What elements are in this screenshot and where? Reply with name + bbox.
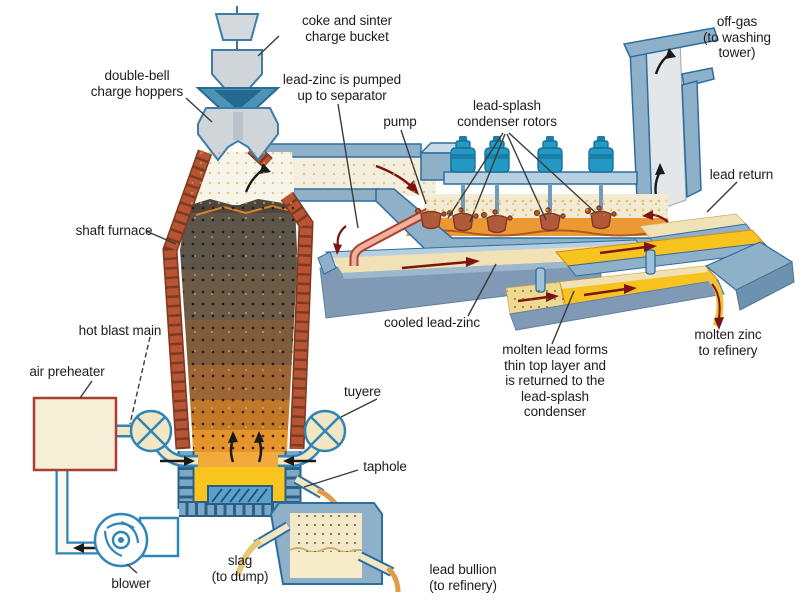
- skip-bucket: [214, 13, 260, 41]
- label-slag: slag (to dump): [211, 553, 269, 584]
- condenser-rotor-motors: [450, 136, 614, 214]
- hearth-grate: [207, 485, 273, 505]
- label-lead-return: lead return: [709, 167, 774, 182]
- pump-pipe: [333, 207, 447, 266]
- label-shaft-furnace: shaft furnace: [75, 223, 153, 238]
- air-system: [32, 396, 180, 568]
- label-lead-bullion: lead bullion (to refinery): [429, 562, 497, 593]
- bell-cup: [195, 87, 281, 113]
- launder-flow-arrow: [401, 257, 480, 270]
- slag-stream: [235, 538, 262, 577]
- label-blower: blower: [111, 576, 151, 591]
- label-condenser-rotors: lead-splash condenser rotors: [457, 98, 557, 129]
- weir-pin: [535, 267, 546, 293]
- double-bell-hopper: [197, 107, 279, 162]
- label-molten-zinc: molten zinc to refinery: [694, 327, 762, 358]
- label-tuyere: tuyere: [344, 384, 381, 399]
- lead-bullion-layer: [290, 552, 362, 578]
- shaft-furnace: [162, 142, 314, 452]
- label-taphole: taphole: [363, 459, 407, 474]
- label-hot-blast-main: hot blast main: [78, 323, 162, 338]
- off-gas-duct: [622, 27, 719, 222]
- label-pumped-up: lead-zinc is pumped up to separator: [282, 72, 402, 103]
- label-molten-lead-note: molten lead forms thin top layer and is …: [502, 342, 608, 419]
- rotor-rail: [443, 171, 638, 185]
- label-air-preheater: air preheater: [29, 364, 105, 379]
- off-gas-flow-arrows: [654, 48, 676, 197]
- label-charge-hoppers: double-bell charge hoppers: [90, 68, 184, 99]
- platform-right-face: [735, 261, 795, 311]
- slag-spout: [235, 521, 291, 577]
- label-cooled-lead-zinc: cooled lead-zinc: [384, 315, 480, 330]
- tuyere-left: [116, 409, 198, 468]
- molten-zinc-stream: [703, 271, 724, 330]
- rotor-motor: [450, 136, 476, 214]
- air-preheater: [32, 396, 118, 472]
- label-off-gas: off-gas (to washing tower): [703, 14, 771, 60]
- rotor-motor: [588, 136, 614, 214]
- bullion-stream: [386, 566, 401, 593]
- label-pump: pump: [383, 114, 417, 129]
- separator-channels: [505, 213, 795, 331]
- weir-pin: [645, 249, 656, 275]
- blower: [93, 512, 180, 568]
- slag-layer: [290, 513, 362, 552]
- bullion-spout: [357, 551, 401, 593]
- charging-system: [195, 6, 281, 162]
- label-charge-bucket: coke and sinter charge bucket: [301, 13, 393, 44]
